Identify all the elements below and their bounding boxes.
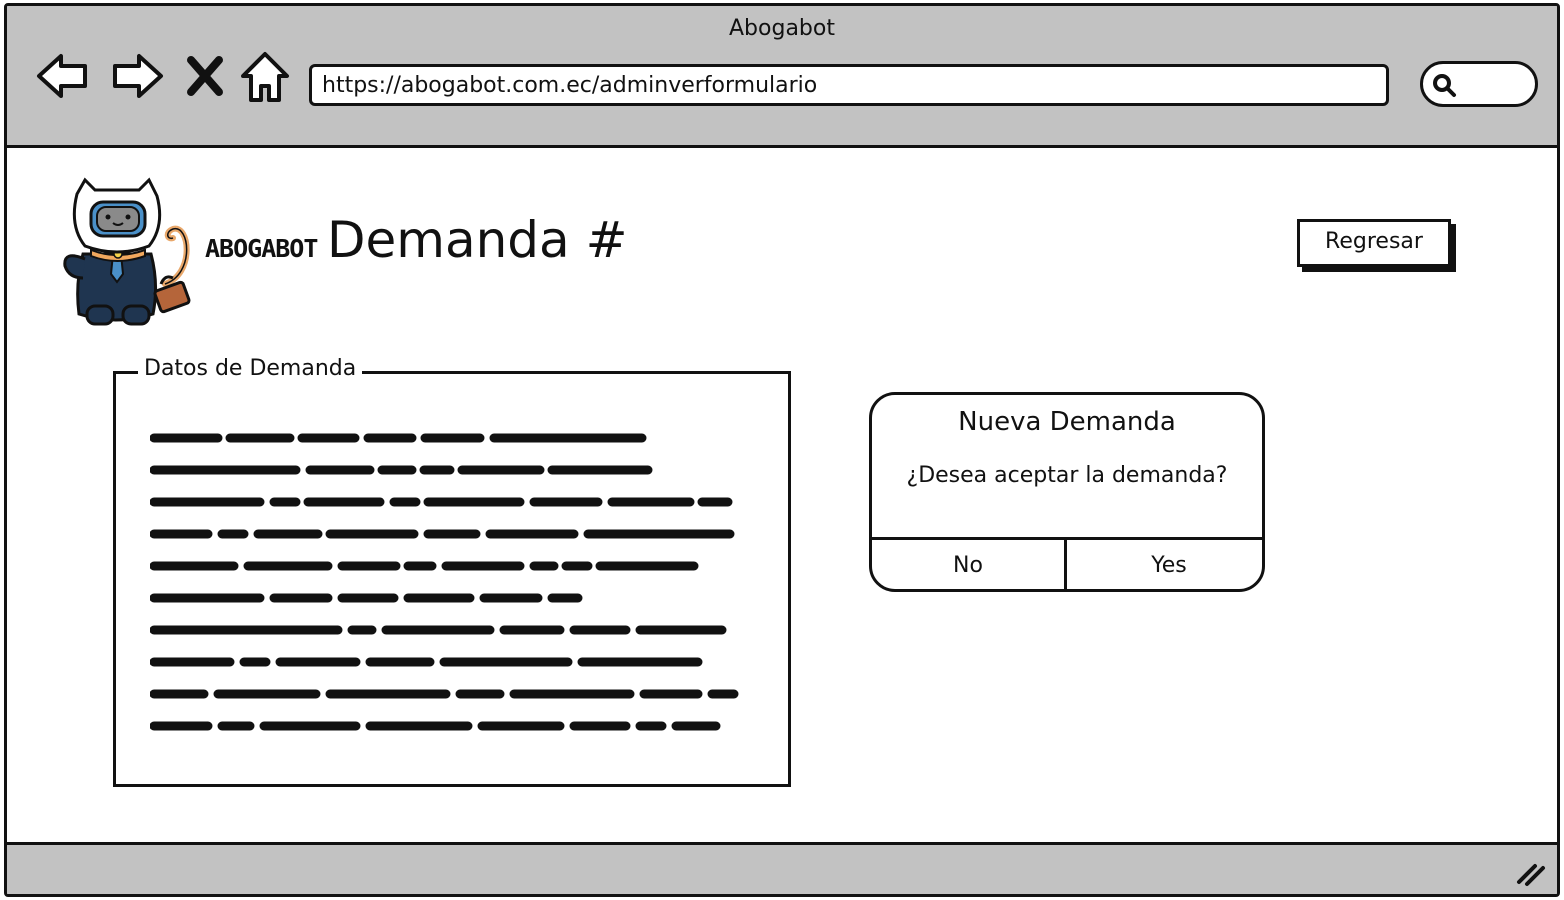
back-button[interactable]: Regresar (1297, 219, 1451, 267)
yes-button[interactable]: Yes (1151, 553, 1187, 578)
close-icon[interactable] (179, 46, 231, 106)
dialog-title: Nueva Demanda (958, 407, 1176, 437)
dialog-message: ¿Desea aceptar la demanda? (906, 463, 1228, 488)
search-icon (1433, 74, 1456, 97)
arrow-right-icon[interactable] (107, 46, 167, 106)
logo-text: ABOGABOT (205, 234, 318, 263)
page-title: Demanda # (327, 211, 628, 269)
resize-grip-icon[interactable] (1513, 852, 1549, 888)
browser-window: Abogabot https://abogabot.com.ec/adminve… (4, 3, 1560, 897)
new-demand-dialog: Nueva Demanda ¿Desea aceptar la demanda?… (869, 392, 1265, 592)
demand-details-panel: Datos de Demanda (113, 356, 791, 787)
panel-legend: Datos de Demanda (138, 356, 363, 381)
status-bar (7, 842, 1557, 894)
no-button[interactable]: No (872, 540, 1067, 589)
url-input[interactable]: https://abogabot.com.ec/adminverformular… (309, 64, 1389, 106)
browser-toolbar: Abogabot https://abogabot.com.ec/adminve… (7, 6, 1557, 148)
search-input[interactable] (1420, 61, 1538, 107)
placeholder-text-block (150, 424, 750, 734)
arrow-left-icon[interactable] (33, 46, 93, 106)
window-title: Abogabot (729, 16, 835, 41)
abogabot-logo: ABOGABOT (55, 174, 318, 329)
home-icon[interactable] (235, 46, 295, 106)
dialog-divider (872, 537, 1262, 540)
